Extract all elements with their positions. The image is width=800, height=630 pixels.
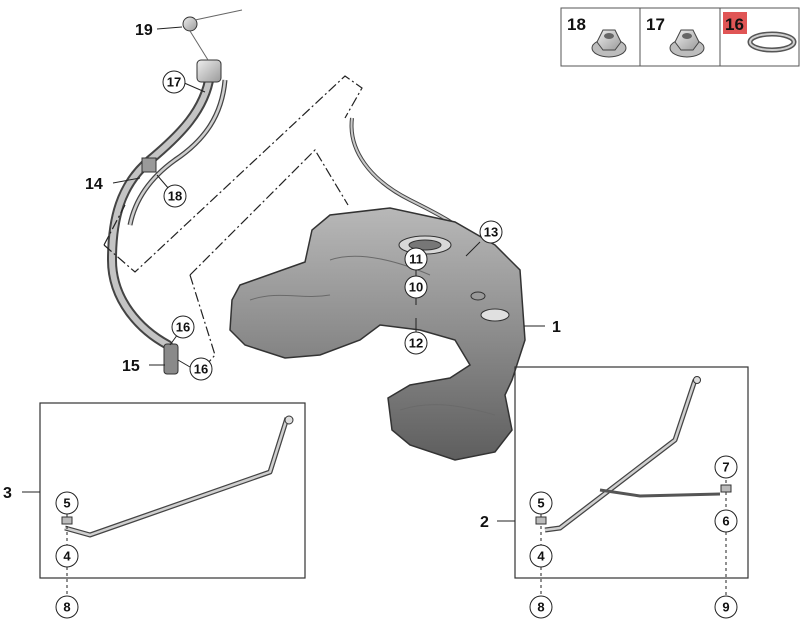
callout-label: 18 xyxy=(168,189,182,204)
fuel-tank xyxy=(229,207,526,461)
callout-2[interactable]: 2 xyxy=(480,514,489,531)
clip-fastener xyxy=(720,484,732,493)
hex-flange-nut-icon xyxy=(669,29,705,58)
callout-label: 4 xyxy=(537,549,545,564)
callout-label: 10 xyxy=(409,280,423,295)
callout-19[interactable]: 19 xyxy=(135,22,153,39)
callout-label: 16 xyxy=(176,320,190,335)
callout-6[interactable]: 6 xyxy=(714,509,738,533)
callout-11[interactable]: 11 xyxy=(404,247,428,271)
callout-label: 11 xyxy=(409,252,423,267)
callout-label: 16 xyxy=(194,362,208,377)
highlight-badge xyxy=(723,12,747,34)
callout-label: 12 xyxy=(409,336,423,351)
strap-box-left xyxy=(22,402,306,579)
callout-8-left[interactable]: 8 xyxy=(55,595,79,619)
callout-4-left[interactable]: 4 xyxy=(55,544,79,568)
callout-9[interactable]: 9 xyxy=(714,595,738,619)
callout-label: 7 xyxy=(722,460,729,475)
callout-15[interactable]: 15 xyxy=(122,358,140,375)
callout-5-left[interactable]: 5 xyxy=(55,491,79,515)
strap-box-right xyxy=(497,366,749,579)
callout-label: 9 xyxy=(722,600,729,615)
callout-17[interactable]: 17 xyxy=(162,70,186,94)
callout-label: 5 xyxy=(63,496,70,511)
legend-number: 17 xyxy=(646,15,665,34)
callout-label: 6 xyxy=(722,514,729,529)
callout-8-right[interactable]: 8 xyxy=(529,595,553,619)
hex-flange-nut-icon xyxy=(591,29,627,58)
filler-pipe xyxy=(106,59,228,375)
callout-10[interactable]: 10 xyxy=(404,275,428,299)
legend-number: 16 xyxy=(725,15,744,34)
legend-number: 18 xyxy=(567,15,586,34)
clip-fastener xyxy=(61,516,73,525)
callout-3[interactable]: 3 xyxy=(3,485,12,502)
parts-legend: 18 17 16 xyxy=(560,7,800,67)
fuel-cap xyxy=(182,9,243,61)
callout-18[interactable]: 18 xyxy=(163,184,187,208)
callout-7[interactable]: 7 xyxy=(714,455,738,479)
callout-label: 17 xyxy=(167,75,181,90)
callout-13[interactable]: 13 xyxy=(479,220,503,244)
callout-16-lower[interactable]: 16 xyxy=(189,357,213,381)
legend-item-16[interactable]: 16 xyxy=(723,12,797,53)
callout-5-right[interactable]: 5 xyxy=(529,491,553,515)
legend-item-17[interactable]: 17 xyxy=(646,15,705,58)
callout-16-upper[interactable]: 16 xyxy=(171,315,195,339)
legend-item-18[interactable]: 18 xyxy=(567,15,627,58)
clip-fastener xyxy=(535,516,547,525)
callout-label: 5 xyxy=(537,496,544,511)
callout-label: 13 xyxy=(484,225,498,240)
callout-14[interactable]: 14 xyxy=(85,176,103,193)
hose-clamp-icon xyxy=(747,31,797,53)
callout-12[interactable]: 12 xyxy=(404,331,428,355)
callout-4-right[interactable]: 4 xyxy=(529,544,553,568)
callout-1[interactable]: 1 xyxy=(552,319,561,336)
callout-label: 4 xyxy=(63,549,71,564)
callout-label: 8 xyxy=(537,600,544,615)
callout-label: 8 xyxy=(63,600,70,615)
